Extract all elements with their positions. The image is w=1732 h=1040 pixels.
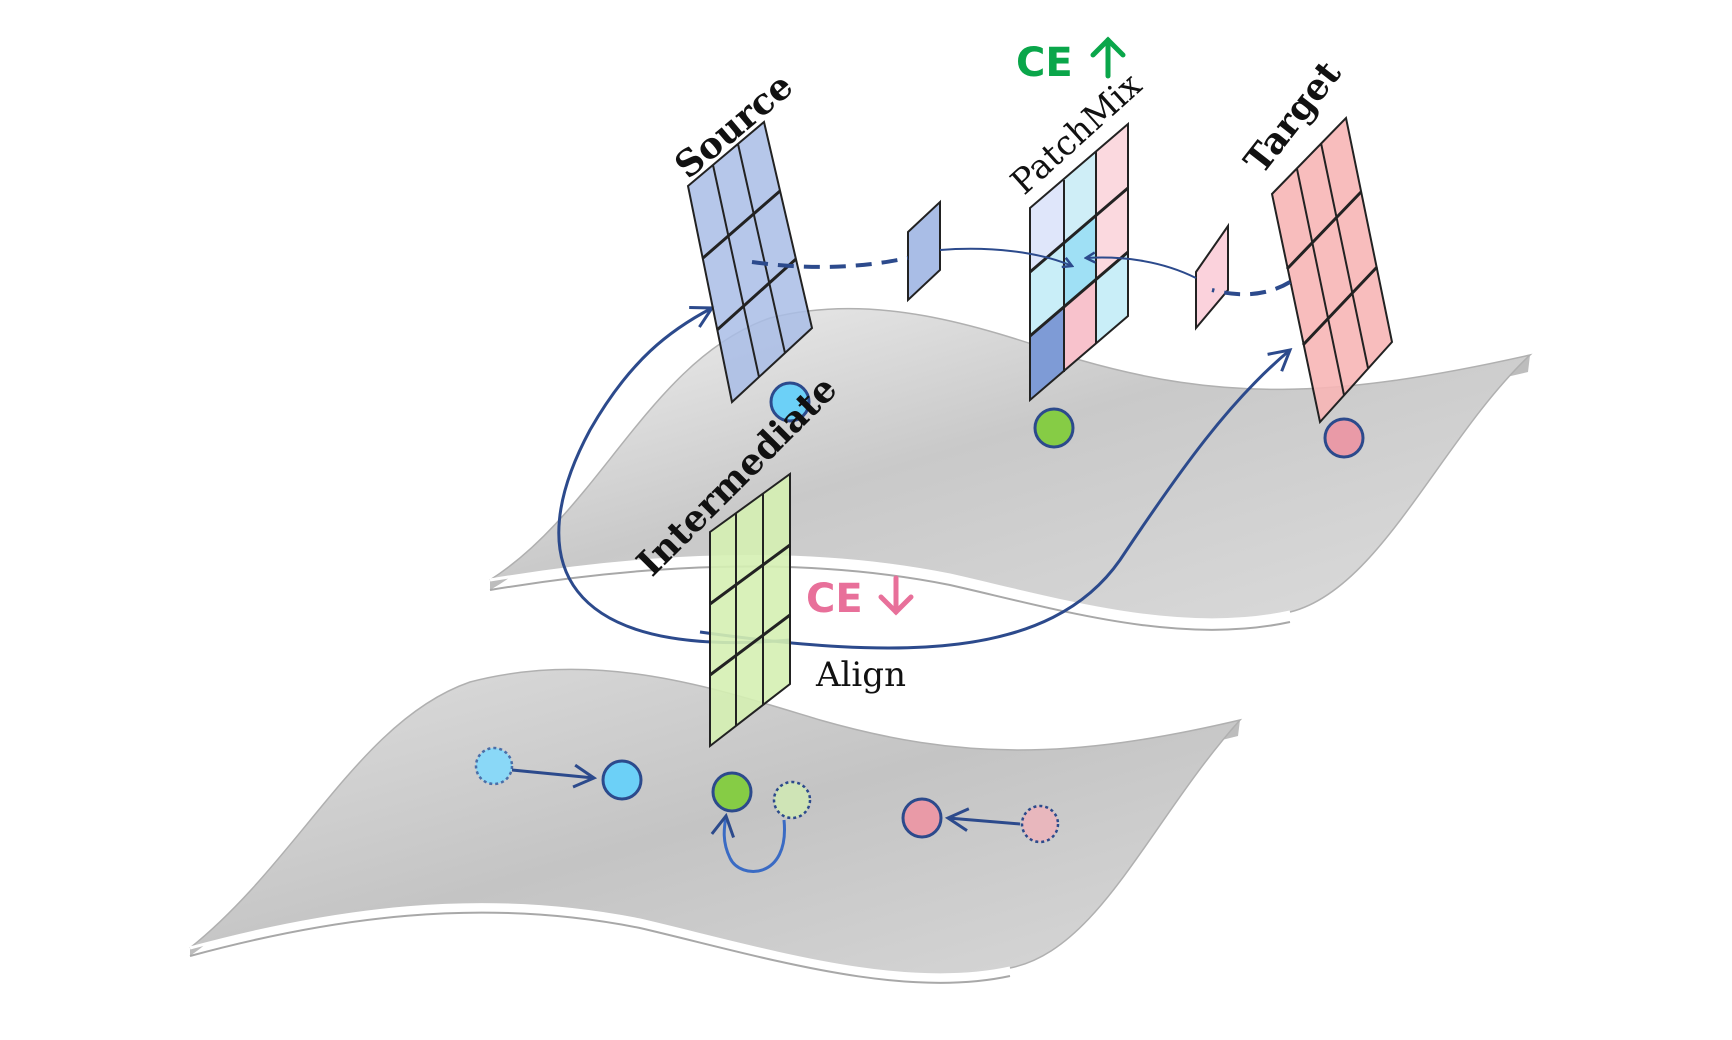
source-to-patchmix-arrow — [939, 247, 1072, 266]
target-node — [1323, 417, 1365, 459]
source-node-aligned — [601, 759, 643, 801]
source-align-arrow — [511, 763, 598, 789]
patchmix-grid — [1029, 121, 1129, 403]
intermediate-node — [711, 771, 753, 813]
ce-up-label: CE — [1016, 40, 1073, 86]
arrow-to-target — [699, 348, 1293, 650]
target-to-patchmix-arrow — [1086, 258, 1197, 279]
source-patch — [907, 199, 941, 303]
target-node-aligned — [901, 797, 943, 839]
source-grid — [686, 120, 814, 404]
intermediate-grid — [709, 472, 791, 749]
intermediate-loop-arrow — [710, 812, 786, 873]
align-label: Align — [815, 655, 906, 695]
patchmix-node — [1033, 407, 1075, 449]
arrow-down-icon — [878, 575, 914, 616]
source-node-dashed — [474, 746, 514, 786]
intermediate-node-dashed — [772, 780, 812, 820]
source-dash-line — [751, 256, 909, 269]
target-grid — [1270, 115, 1394, 425]
target-dash-line — [1211, 280, 1292, 297]
target-align-arrow — [944, 807, 1021, 832]
target-node-dashed — [1020, 804, 1060, 844]
target-patch — [1195, 222, 1229, 331]
ce-down-label: CE — [806, 576, 863, 622]
arrow-up-icon — [1090, 36, 1126, 79]
arrow-to-source — [557, 306, 791, 645]
source-node — [769, 381, 811, 423]
